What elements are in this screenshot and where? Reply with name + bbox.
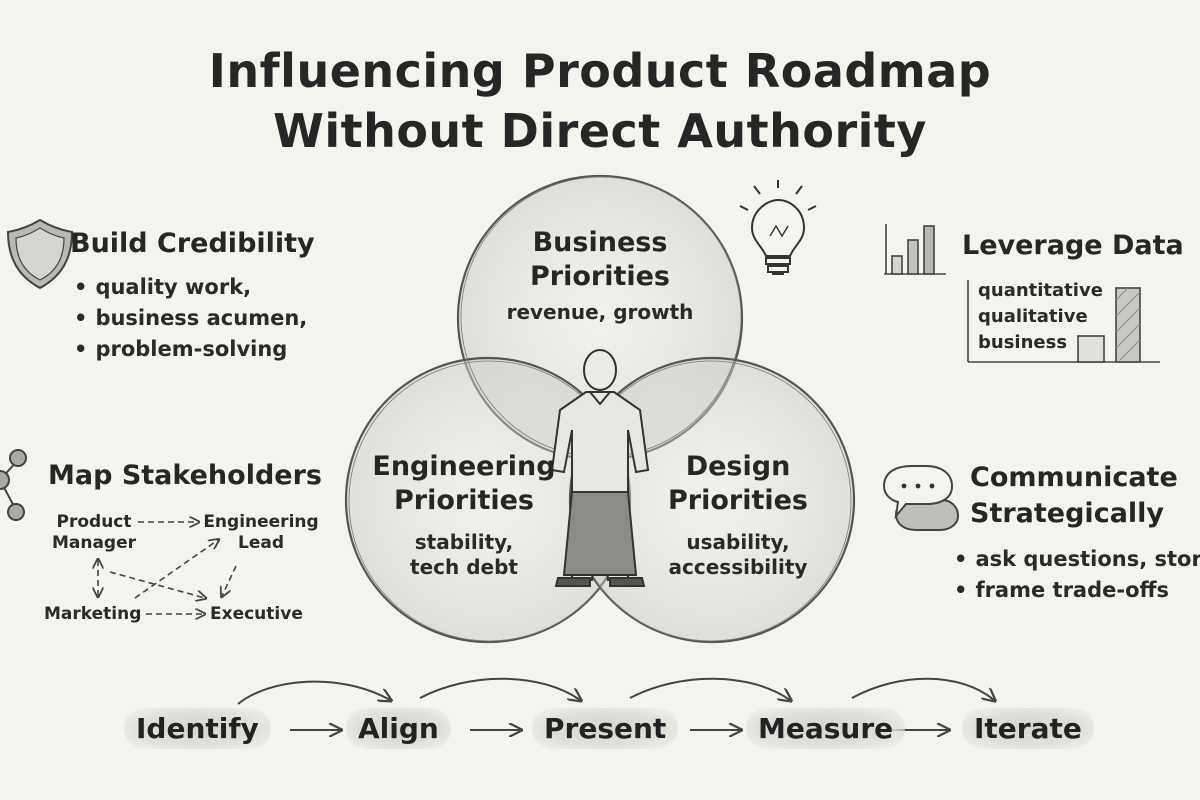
node-engineering-lead-line-2: Lead <box>237 533 284 553</box>
venn-business-label: Business Priorities revenue, growth <box>500 226 700 325</box>
leverage-heading: Leverage Data <box>962 230 1184 261</box>
business-title-line-2: Priorities <box>529 261 671 292</box>
node-product-manager-line-1: Product <box>56 512 132 532</box>
page-title-line-1: Influencing Product Roadmap <box>208 44 992 98</box>
data-bar-chart <box>967 280 1160 363</box>
node-product-manager-line-2: Manager <box>51 533 137 553</box>
bar-chart-icon <box>884 224 946 275</box>
communicate-heading-line-1: Communicate <box>970 462 1178 493</box>
credibility-item: quality work, <box>74 272 307 303</box>
engineering-title-line-1: Engineering <box>372 451 556 482</box>
page-title-line-2: Without Direct Authority <box>273 104 927 158</box>
credibility-heading: Build Credibility <box>70 228 315 259</box>
step-present: Present <box>532 708 679 749</box>
stakeholders-heading: Map Stakeholders <box>48 460 322 491</box>
node-engineering-lead: Engineering Lead <box>200 512 322 554</box>
engineering-sub-line-1: stability, <box>414 530 514 554</box>
step-align: Align <box>346 708 451 749</box>
engineering-sub-line-2: tech debt <box>410 555 518 579</box>
communicate-list: ask questions, storyt frame trade-offs <box>954 544 1200 606</box>
node-executive: Executive <box>210 604 303 624</box>
leverage-list: quantitative qualitative business <box>978 278 1103 356</box>
node-marketing: Marketing <box>44 604 142 624</box>
node-product-manager: Product Manager <box>44 512 144 554</box>
person-icon <box>550 349 650 587</box>
credibility-item: business acumen, <box>74 303 307 334</box>
leverage-item: business <box>978 332 1068 353</box>
node-engineering-lead-line-1: Engineering <box>203 512 319 532</box>
network-icon <box>0 449 27 521</box>
design-sub-line-1: usability, <box>686 530 790 554</box>
speech-bubbles-icon <box>882 465 960 531</box>
business-title-line-1: Business <box>532 227 668 258</box>
stakeholder-arrows <box>98 522 237 614</box>
venn-design-label: Design Priorities usability, accessibili… <box>638 450 838 580</box>
leverage-item: quantitative <box>978 280 1103 301</box>
communicate-heading-line-2: Strategically <box>970 498 1165 529</box>
leverage-item: qualitative <box>978 306 1088 327</box>
credibility-list: quality work, business acumen, problem-s… <box>74 272 307 365</box>
business-sub: revenue, growth <box>506 300 694 324</box>
lightbulb-icon <box>739 180 817 275</box>
communicate-item: ask questions, storyt <box>954 544 1200 575</box>
venn-engineering-label: Engineering Priorities stability, tech d… <box>364 450 564 580</box>
design-sub-line-2: accessibility <box>668 555 808 579</box>
credibility-item: problem-solving <box>74 334 307 365</box>
communicate-heading: Communicate Strategically <box>970 460 1178 532</box>
step-iterate: Iterate <box>962 708 1094 749</box>
design-title-line-2: Priorities <box>667 485 809 516</box>
engineering-title-line-2: Priorities <box>393 485 535 516</box>
communicate-item: frame trade-offs <box>954 575 1200 606</box>
shield-icon <box>6 218 74 290</box>
step-identify: Identify <box>124 708 271 749</box>
step-measure: Measure <box>746 708 906 749</box>
design-title-line-1: Design <box>685 451 791 482</box>
